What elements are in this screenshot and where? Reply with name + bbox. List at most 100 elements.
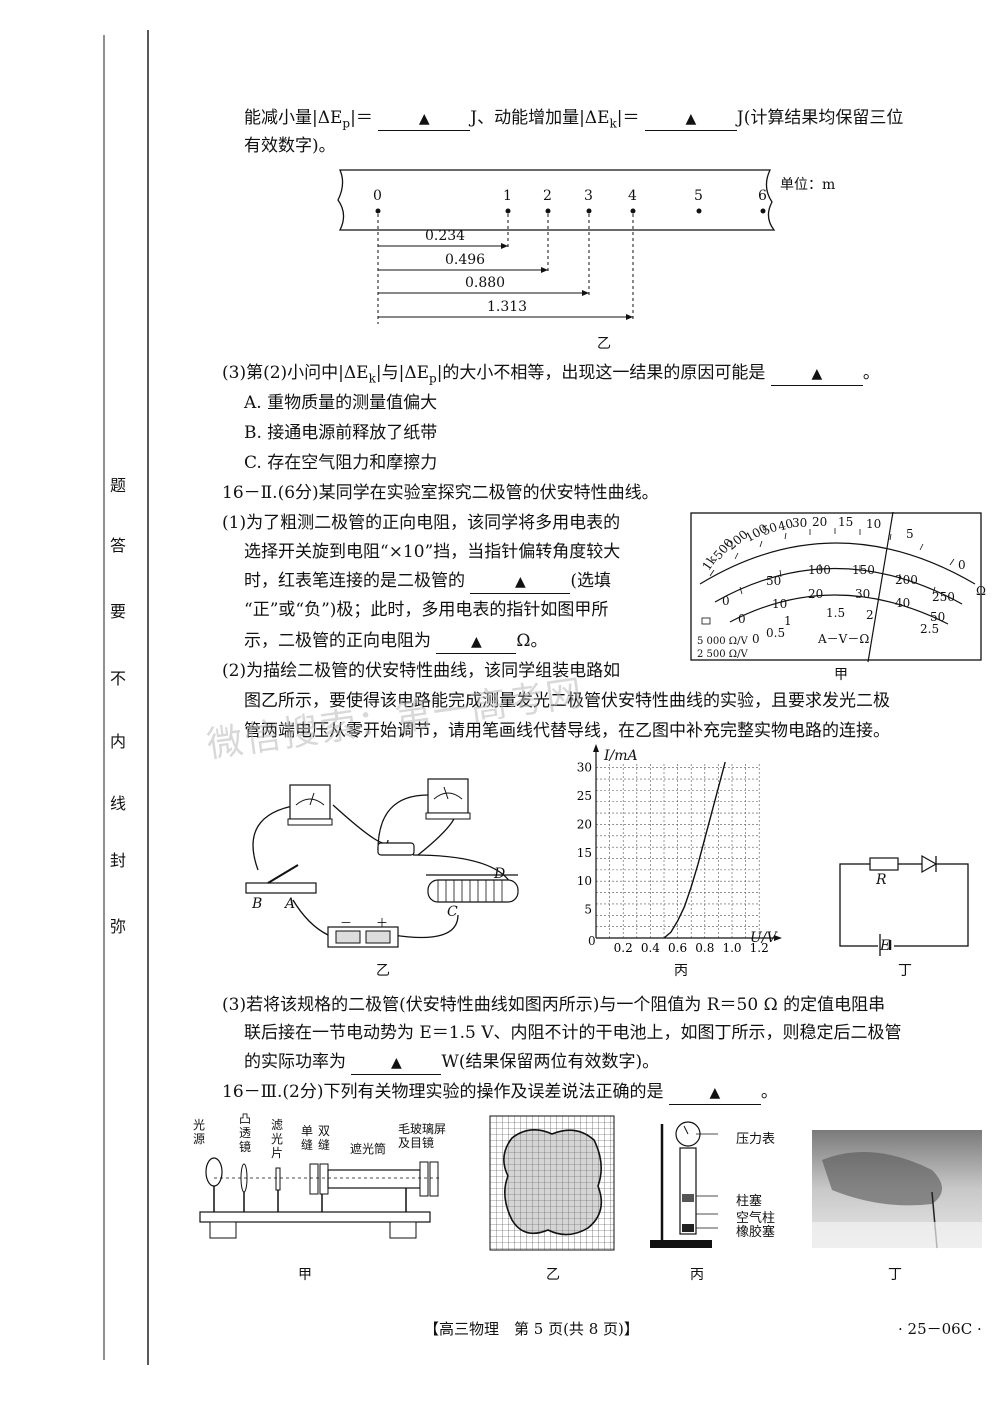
meter-omega: Ω (976, 584, 986, 598)
circuit-label-d: D (494, 866, 506, 882)
apparatus-label: 橡胶塞 (736, 1225, 776, 1240)
apparatus-label: 及目镜 (398, 1136, 435, 1150)
emf-label: E (880, 938, 891, 954)
ac-scale-label: 2.5 (920, 622, 940, 636)
footer-page: 【高三物理 第 5 页(共 8 页)】 (424, 1320, 639, 1338)
circuit-label-b: B (252, 896, 263, 912)
apparatus-label: 凸透镜 (239, 1112, 252, 1154)
dc-scale-label: 250 (932, 590, 955, 604)
q3-stem: (3)第(2)小问中|ΔEk|与|ΔEp|的大小不相等，出现这一结果的原因可能是… (222, 362, 880, 386)
iu-curve (663, 761, 726, 939)
q16-2-p2: (2)为描绘二极管的伏安特性曲线，该同学组装电路如 (222, 661, 621, 681)
apparatus-label: 光源 (193, 1118, 206, 1146)
ohm-scale-label: 10 (866, 517, 882, 531)
ohm-scale-label: 5 (906, 527, 914, 541)
meter-mid-text: A－V－Ω (818, 632, 870, 646)
tape-point-label: 2 (543, 188, 552, 204)
sidebar-char: 不 (110, 669, 127, 688)
q16-2-p1: 选择开关旋到电阻“×10”挡，当指针偏转角度较大 (244, 542, 621, 562)
q16-2-p2: 管两端电压从零开始调节，请用笔画线代替导线，在乙图中补充完整实物电路的连接。 (244, 721, 890, 741)
q3-option-b: B. 接通电源前释放了纸带 (244, 423, 438, 443)
fig-a-caption: 甲 (298, 1267, 312, 1283)
answer-blank[interactable]: ▲ (351, 1051, 442, 1075)
q16-2-p1: 时，红表笔连接的是二极管的 ▲(选填 (244, 570, 611, 594)
sidebar-char: 弥 (110, 917, 127, 936)
dc2-scale-label: 50 (930, 610, 946, 624)
y-tick-label: 15 (577, 846, 592, 860)
paper-tape-figure (337, 169, 776, 324)
oil-film-grid (489, 1115, 615, 1251)
y-tick-label: 5 (584, 903, 592, 917)
tape-dimension: 0.234 (425, 228, 466, 244)
dc-scale-label: 100 (808, 563, 831, 577)
answer-blank[interactable]: ▲ (470, 570, 571, 594)
simple-circuit (839, 854, 969, 956)
battery-minus: － (340, 916, 353, 930)
x-axis-arrow (774, 935, 782, 941)
q16-2-p3: (3)若将该规格的二极管(伏安特性曲线如图丙所示)与一个阻值为 R＝50 Ω 的… (222, 995, 886, 1015)
dc-scale-label: 150 (852, 563, 875, 577)
answer-blank[interactable]: ▲ (644, 107, 737, 131)
y-tick-label: 10 (577, 874, 592, 888)
q16-2-p3: 联后接在一节电动势为 E＝1.5 V、内阻不计的干电池上，如图丁所示，则稳定后二… (244, 1023, 902, 1043)
q2-line1: 能减小量|ΔEp|＝ ▲J、动能增加量|ΔEk|＝ ▲J(计算结果均保留三位 (244, 107, 904, 131)
tape-point-label: 1 (503, 188, 512, 204)
q16-2-p2: 图乙所示，要使得该电路能完成测量发光二极管伏安特性曲线的实验，且要求发光二极 (244, 691, 890, 711)
tape-dimension: 0.496 (445, 252, 486, 268)
tape-point-label: 6 (758, 188, 767, 204)
tape-point-label: 5 (694, 188, 703, 204)
dc2-scale-label: 10 (772, 597, 788, 611)
resistor-label: R (876, 872, 887, 888)
apparatus-label: 遮光筒 (350, 1142, 387, 1156)
answer-blank[interactable]: ▲ (770, 362, 863, 386)
answer-blank[interactable]: ▲ (436, 630, 517, 654)
double-slit-apparatus (199, 1157, 442, 1239)
q16-2-p3: 的实际功率为 ▲W(结果保留两位有效数字)。 (244, 1051, 659, 1075)
tape-caption: 乙 (597, 336, 611, 352)
q16-2-p1: 示，二极管的正向电阻为 ▲Ω。 (244, 630, 548, 654)
circuit-caption: 乙 (376, 963, 390, 979)
meter-caption: 甲 (834, 667, 848, 683)
footer-code: · 25－06C · (898, 1320, 982, 1338)
ohm-scale-label: 0 (958, 558, 966, 572)
tape-dimension: 1.313 (487, 299, 528, 315)
chart-origin: 0 (588, 934, 596, 948)
chart-caption: 丙 (674, 963, 688, 979)
y-tick-label: 25 (577, 789, 592, 803)
sidebar-char: 答 (110, 536, 127, 555)
boyle-apparatus (650, 1121, 718, 1248)
multimeter-dial (690, 511, 982, 663)
ohm-scale-label: 30 (792, 516, 808, 530)
dc-scale-label: 0 (722, 594, 730, 608)
x-tick-label: 0.4 (641, 941, 660, 955)
fig-d-caption: 丁 (888, 1267, 902, 1283)
pin-photo (812, 1130, 982, 1249)
apparatus-label: 空气柱 (736, 1211, 776, 1226)
tape-dimension: 0.880 (465, 275, 506, 291)
ohm-scale-label: 20 (812, 515, 828, 529)
chart-ylabel: I/mA (604, 748, 638, 764)
ac-scale-label: 1 (784, 614, 792, 628)
circuit-d-caption: 丁 (898, 963, 912, 979)
dc2-scale-label: 40 (895, 596, 911, 610)
meter-spec: 2 500 Ω/V (697, 649, 748, 660)
meter-spec: 5 000 Ω/V (697, 636, 748, 647)
sidebar-char: 要 (110, 602, 127, 621)
circuit-label-a: A (285, 896, 296, 912)
x-tick-label: 0.8 (695, 941, 714, 955)
fig-c-caption: 丙 (690, 1267, 704, 1283)
q16-2-p1: (1)为了粗测二极管的正向电阻，该同学将多用电表的 (222, 513, 621, 533)
sidebar-char: 封 (110, 851, 127, 870)
ac-scale-label: 0.5 (766, 626, 786, 640)
q2-line2: 有效数字)。 (244, 136, 336, 156)
circuit-apparatus (245, 778, 519, 948)
ohm-scale-label: 15 (838, 515, 854, 529)
answer-blank[interactable]: ▲ (668, 1081, 761, 1105)
dc2-scale-label: 20 (808, 587, 824, 601)
apparatus-label: 柱塞 (736, 1194, 763, 1209)
answer-blank[interactable]: ▲ (378, 107, 471, 131)
ac-scale-label: 0 (752, 632, 760, 646)
apparatus-label: 双缝 (318, 1124, 331, 1152)
